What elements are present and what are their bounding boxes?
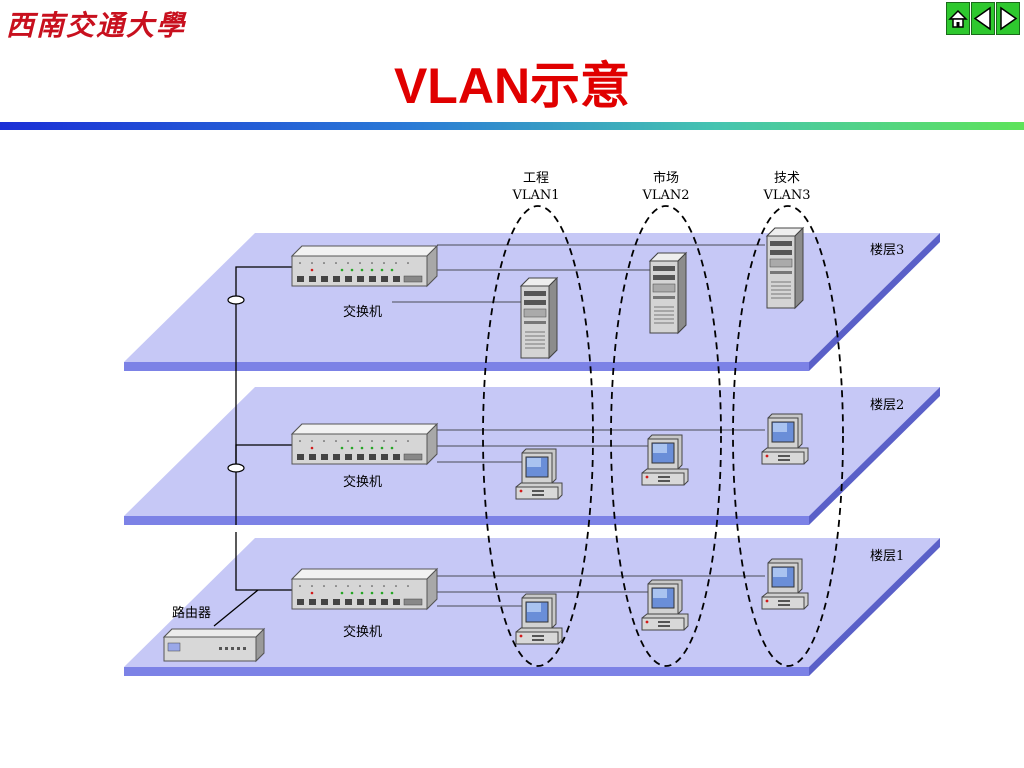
vlan1-boundary <box>482 205 594 667</box>
floor-1-label: 楼层1 <box>870 549 904 564</box>
switch-label-floor-1: 交换机 <box>343 624 382 640</box>
pc-floor1-vlan2 <box>641 579 689 631</box>
switch-label-floor-3: 交换机 <box>343 304 382 320</box>
pc-floor2-vlan1 <box>515 448 563 500</box>
vlan2-boundary <box>610 205 722 667</box>
triangle-right-icon <box>1000 6 1018 31</box>
vlan3-name: 技术 <box>774 171 800 186</box>
pc-floor2-vlan3 <box>761 413 809 465</box>
pc-floor2-vlan2 <box>641 434 689 486</box>
floor-3-label: 楼层3 <box>870 243 904 258</box>
vlan-diagram: 工程 VLAN1 市场 VLAN2 技术 VLAN3 楼层3 楼层2 楼层1 交… <box>124 170 940 676</box>
server-vlan3 <box>766 227 804 309</box>
switch-floor-2 <box>291 423 438 465</box>
floor-2-label: 楼层2 <box>870 398 904 413</box>
university-logo: 西南交通大學 <box>6 9 187 42</box>
host-links <box>392 244 765 607</box>
home-button[interactable] <box>946 2 970 35</box>
page-title: VLAN示意 <box>393 58 631 114</box>
server-vlan2 <box>649 252 687 334</box>
vlan2-name: 市场 <box>653 170 679 186</box>
vlan1-name: 工程 <box>523 171 549 186</box>
vlan3-boundary <box>732 205 844 667</box>
home-icon <box>948 9 968 28</box>
server-vlan1 <box>520 277 558 359</box>
triangle-left-icon <box>973 6 991 31</box>
pc-floor1-vlan1 <box>515 593 563 645</box>
backbone-links <box>213 266 293 627</box>
vlan3-id: VLAN3 <box>762 188 810 203</box>
vlan2-id: VLAN2 <box>641 188 689 203</box>
switch-label-floor-2: 交换机 <box>343 474 382 490</box>
router <box>163 628 265 662</box>
title-divider <box>0 122 1024 130</box>
vlan1-id: VLAN1 <box>511 188 559 203</box>
pc-floor1-vlan3 <box>761 558 809 610</box>
router-label: 路由器 <box>172 605 211 621</box>
link-terminators <box>227 295 245 473</box>
next-button[interactable] <box>996 2 1020 35</box>
previous-button[interactable] <box>971 2 995 35</box>
switch-floor-1 <box>291 568 438 610</box>
switch-floor-3 <box>291 245 438 287</box>
